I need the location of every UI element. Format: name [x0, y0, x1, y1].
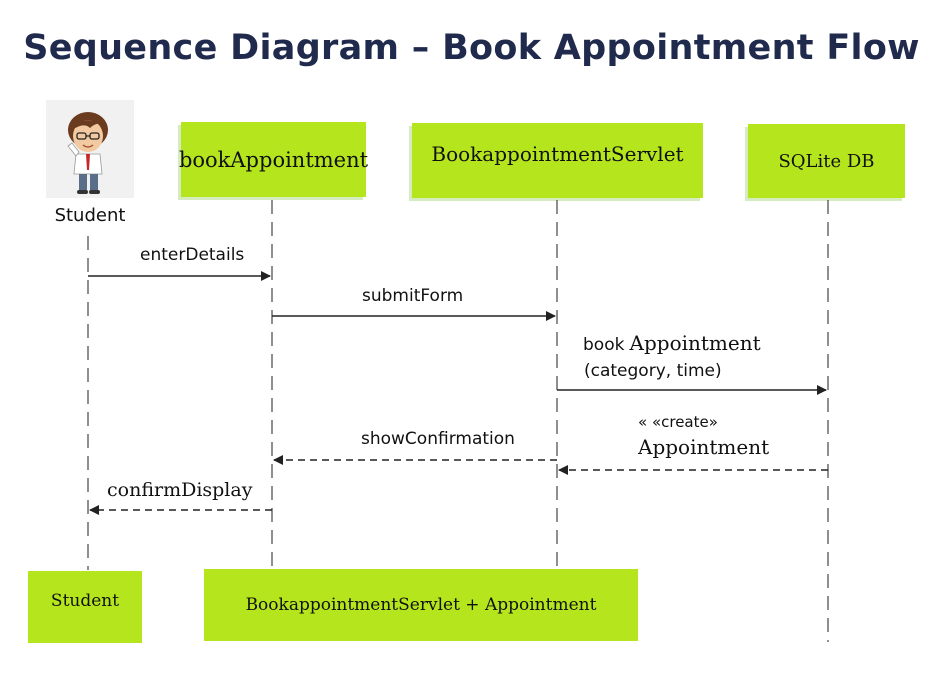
- msg-confirmdisplay-label: confirmDisplay: [107, 479, 253, 501]
- lifeline-bookappointment-box: bookAppointment: [178, 122, 369, 197]
- footer-student-box: Student: [28, 571, 142, 643]
- student-avatar-icon: [46, 100, 134, 198]
- footer-student-label: Student: [50, 591, 120, 611]
- footer-combined-box: BookappointmentServlet + Appointment: [204, 569, 638, 641]
- msg-create-stereotype-label: « «create»: [638, 413, 718, 431]
- actor-student-label: Student: [54, 205, 126, 226]
- diagram-title: Sequence Diagram – Book Appointment Flow: [23, 28, 920, 68]
- lifeline-servlet-box: BookappointmentServlet: [412, 123, 703, 198]
- lifeline-servlet-label: BookappointmentServlet: [431, 142, 684, 166]
- msg-create-appointment-label: Appointment: [638, 435, 770, 459]
- msg-bookappointment-label-line2: (category, time): [584, 361, 722, 381]
- lifeline-db-label: SQLite DB: [778, 150, 875, 172]
- lifeline-db-box: SQLite DB: [748, 124, 905, 198]
- msg-submitform-label: submitForm: [362, 286, 464, 306]
- msg-showconfirmation-label: showConfirmation: [361, 429, 515, 449]
- msg-enterdetails-label: enterDetails: [140, 245, 245, 265]
- lifeline-bookappointment-label: bookAppointment: [178, 147, 369, 172]
- msg-bookappointment-label-line1: book Appointment: [583, 331, 761, 355]
- footer-combined-label: BookappointmentServlet + Appointment: [245, 595, 597, 615]
